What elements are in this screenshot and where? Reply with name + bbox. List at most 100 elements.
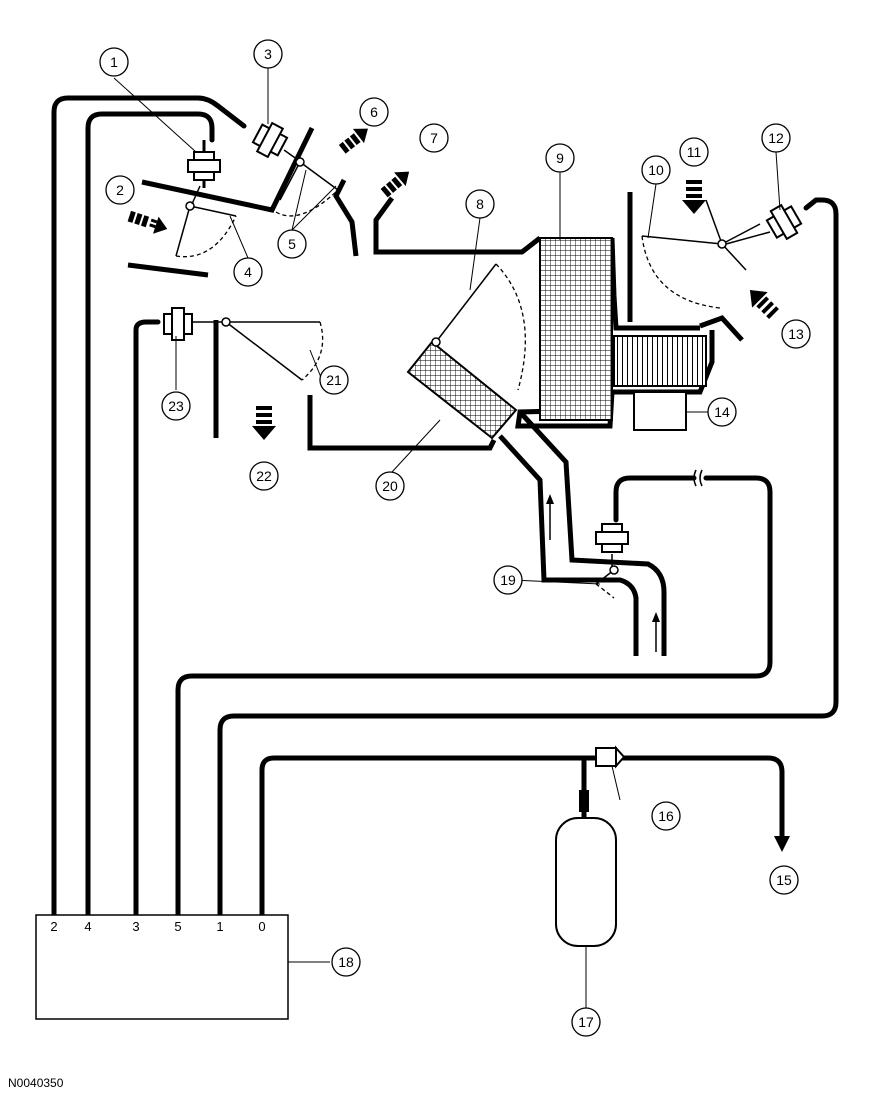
svg-text:2: 2 [116,182,124,198]
svg-text:10: 10 [648,162,664,178]
blower-wheel [613,335,707,387]
callout-13: 13 [781,319,811,349]
vacuum-reservoir [555,817,617,947]
callout-10: 10 [641,155,671,185]
supply-line-arrow [774,836,790,852]
callout-11: 11 [679,137,709,167]
svg-text:8: 8 [476,196,484,212]
airflow-arrow-panel-right [380,171,410,198]
control-module-port-label: 0 [258,919,265,934]
diagram-code: N0040350 [8,1076,64,1090]
duct-wall-outlet-right [373,196,542,255]
callout-18: 18 [331,947,361,977]
callout-21: 21 [319,365,349,395]
callout-6: 6 [359,97,389,127]
duct-wall-upper-left [141,126,315,213]
svg-text:15: 15 [776,872,792,888]
svg-text:18: 18 [338,954,354,970]
heater-core [406,340,518,440]
svg-text:22: 22 [256,468,272,484]
blend-door-travel [495,263,526,391]
callout-4: 4 [233,257,263,287]
duct-wall-heater-top [609,237,700,331]
floor-door-pivot [221,317,231,327]
control-module-port-label: 3 [132,919,139,934]
airflow-arrow-recirc-air [749,289,779,319]
blend-door [435,263,497,343]
airflow-arrow-outside-air [682,180,706,214]
panel-door [299,161,339,191]
callout-14: 14 [707,397,737,427]
svg-text:11: 11 [687,144,702,160]
vacuum-motor-3 [251,121,289,159]
duct-wall-floor-right [307,395,497,451]
airflow-arrowhead-left [546,494,554,504]
svg-text:19: 19 [500,572,516,588]
vacuum-hose-port-5 [175,475,773,918]
duct-wall-outlet-left [333,178,359,257]
svg-text:6: 6 [370,104,378,120]
recirc-door [641,235,723,245]
recirc-door-blade-up [705,199,723,245]
recirc-duct [498,410,667,656]
floor-door-travel [301,321,324,381]
svg-text:17: 17 [578,1014,594,1030]
evaporator-core [539,237,613,421]
leader-lines [113,68,781,1008]
recirc-door-pivot [717,239,727,249]
control-module-port-label: 2 [50,919,57,934]
airflow-arrow-floor [252,406,276,440]
vacuum-hose-port-4 [85,111,215,918]
airflow-arrow-defrost [127,210,168,234]
airflow-arrowhead-right [652,612,660,622]
svg-text:3: 3 [264,46,272,62]
callout-17: 17 [571,1007,601,1037]
panel-defrost-door [175,205,191,257]
callout-22: 22 [249,461,279,491]
actuator-12-rod [725,231,771,245]
vacuum-motor-23 [163,307,193,341]
callout-19: 19 [493,565,523,595]
floor-door-lower [225,321,303,381]
reservoir-connector [579,790,589,812]
recirc-door-blade-upright [721,223,761,245]
control-module [35,914,289,1020]
actuator-1-rod [191,185,201,205]
callout-7: 7 [419,123,449,153]
vacuum-hose-port-3 [133,319,161,918]
callout-23: 23 [161,391,191,421]
vacuum-hose-port-2 [51,95,247,918]
callout-8: 8 [465,189,495,219]
svg-text:7: 7 [430,130,438,146]
svg-text:21: 21 [326,372,342,388]
svg-text:5: 5 [288,236,296,252]
vacuum-hose-port-1 [217,197,839,918]
svg-text:9: 9 [556,150,564,166]
callout-15: 15 [769,865,799,895]
actuator-3-rod [283,149,299,161]
hose-break-mark [693,469,703,487]
blend-door-pivot [431,337,441,347]
vacuum-motor-12 [765,203,803,241]
recirc-door-blade-right [721,243,747,271]
callout-12: 12 [761,123,791,153]
callout-2: 2 [105,175,135,205]
svg-text:4: 4 [244,264,252,280]
outside-air-door-pivot [609,565,619,575]
vacuum-motor-1 [187,140,221,188]
control-module-port-label: 1 [216,919,223,934]
callout-9: 9 [545,143,575,173]
airflow-arrow-panel [338,128,368,154]
svg-text:12: 12 [768,130,784,146]
vacuum-motor-19 [595,523,629,553]
callout-16: 16 [651,801,681,831]
duct-wall-mid-left [127,262,209,278]
vacuum-supply-line [259,755,785,918]
callout-5: 5 [277,229,307,259]
panel-defrost-door-travel [175,215,237,258]
callout-3: 3 [253,39,283,69]
check-valve [595,745,626,769]
callout-20: 20 [375,471,405,501]
control-module-port-label: 4 [84,919,91,934]
